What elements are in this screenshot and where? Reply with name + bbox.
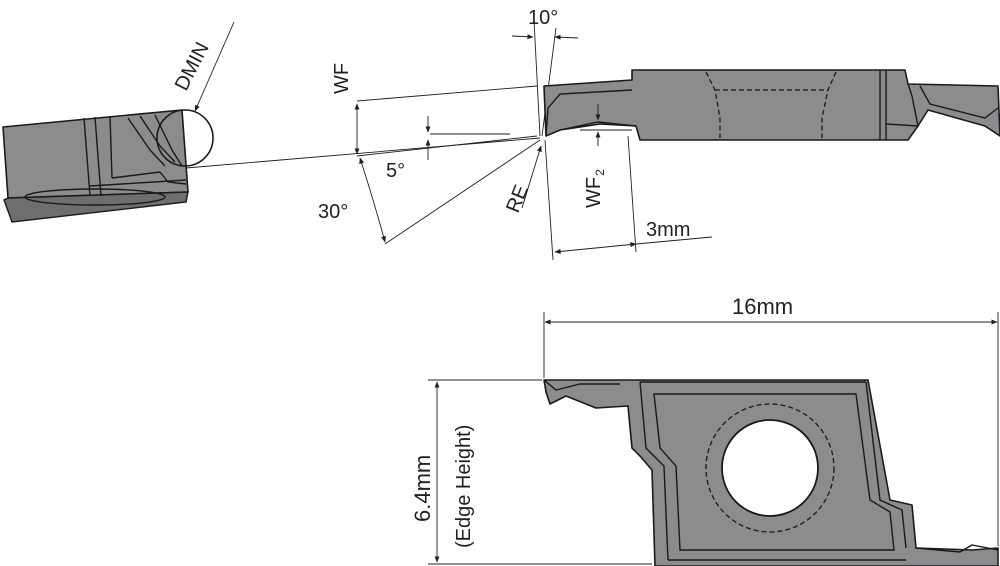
dmin-label: DMIN [171,39,214,95]
edge-height-label: (Edge Height) [453,425,475,548]
insert-front-view [543,379,999,566]
16mm-label: 16mm [732,294,793,319]
wf2-label: WF2 [583,169,607,208]
3mm-extension-left [544,139,554,261]
angle-10-line-b [541,27,557,137]
wf-label: WF [331,63,353,94]
reference-line-mid [356,135,538,157]
dmin-leader-line [194,21,235,112]
3mm-extension-right [627,135,637,253]
3mm-leader [635,236,713,245]
angle-30-label: 30° [318,201,348,223]
boring-bar-insert-side-view [2,109,189,223]
angle-10-label: 10° [528,7,558,29]
insert-top-view [543,69,1000,141]
reference-line-upper [356,85,538,102]
angle-5-label: 5° [386,160,405,182]
angle-10-arrow-right [554,34,579,40]
angle-10-arrow-left [511,34,534,40]
angle-30-arc [359,157,386,243]
3mm-dimension-arrow [554,242,637,254]
re-leader-line [521,145,542,209]
angle-10-line-a [533,19,541,137]
6-4mm-label: 6.4mm [410,455,435,522]
reference-line-30deg [384,139,541,245]
3mm-label: 3mm [646,219,690,241]
dmin-circle [156,109,214,167]
reference-line-lower [185,137,541,169]
